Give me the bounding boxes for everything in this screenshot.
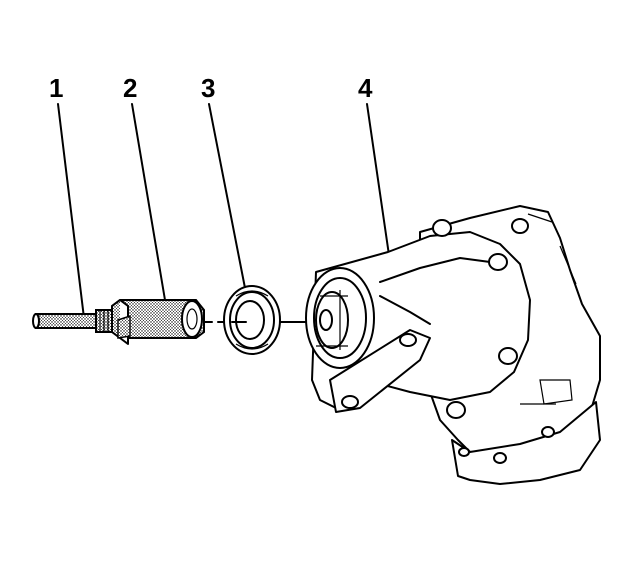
callout-label-1: 1 [49,73,63,103]
callout-label-2: 2 [123,73,137,103]
leader-line-3 [208,103,246,289]
leader-line-2 [131,103,166,301]
installer-handle-rod [32,309,113,333]
seal-installer-tool [111,299,205,345]
callout-label-3: 3 [201,73,215,103]
transmission-extension-housing [305,205,601,485]
callout-label-4: 4 [358,73,373,103]
oil-seal [223,285,281,355]
leader-line-1 [57,103,85,319]
leader-line-4 [366,103,391,263]
